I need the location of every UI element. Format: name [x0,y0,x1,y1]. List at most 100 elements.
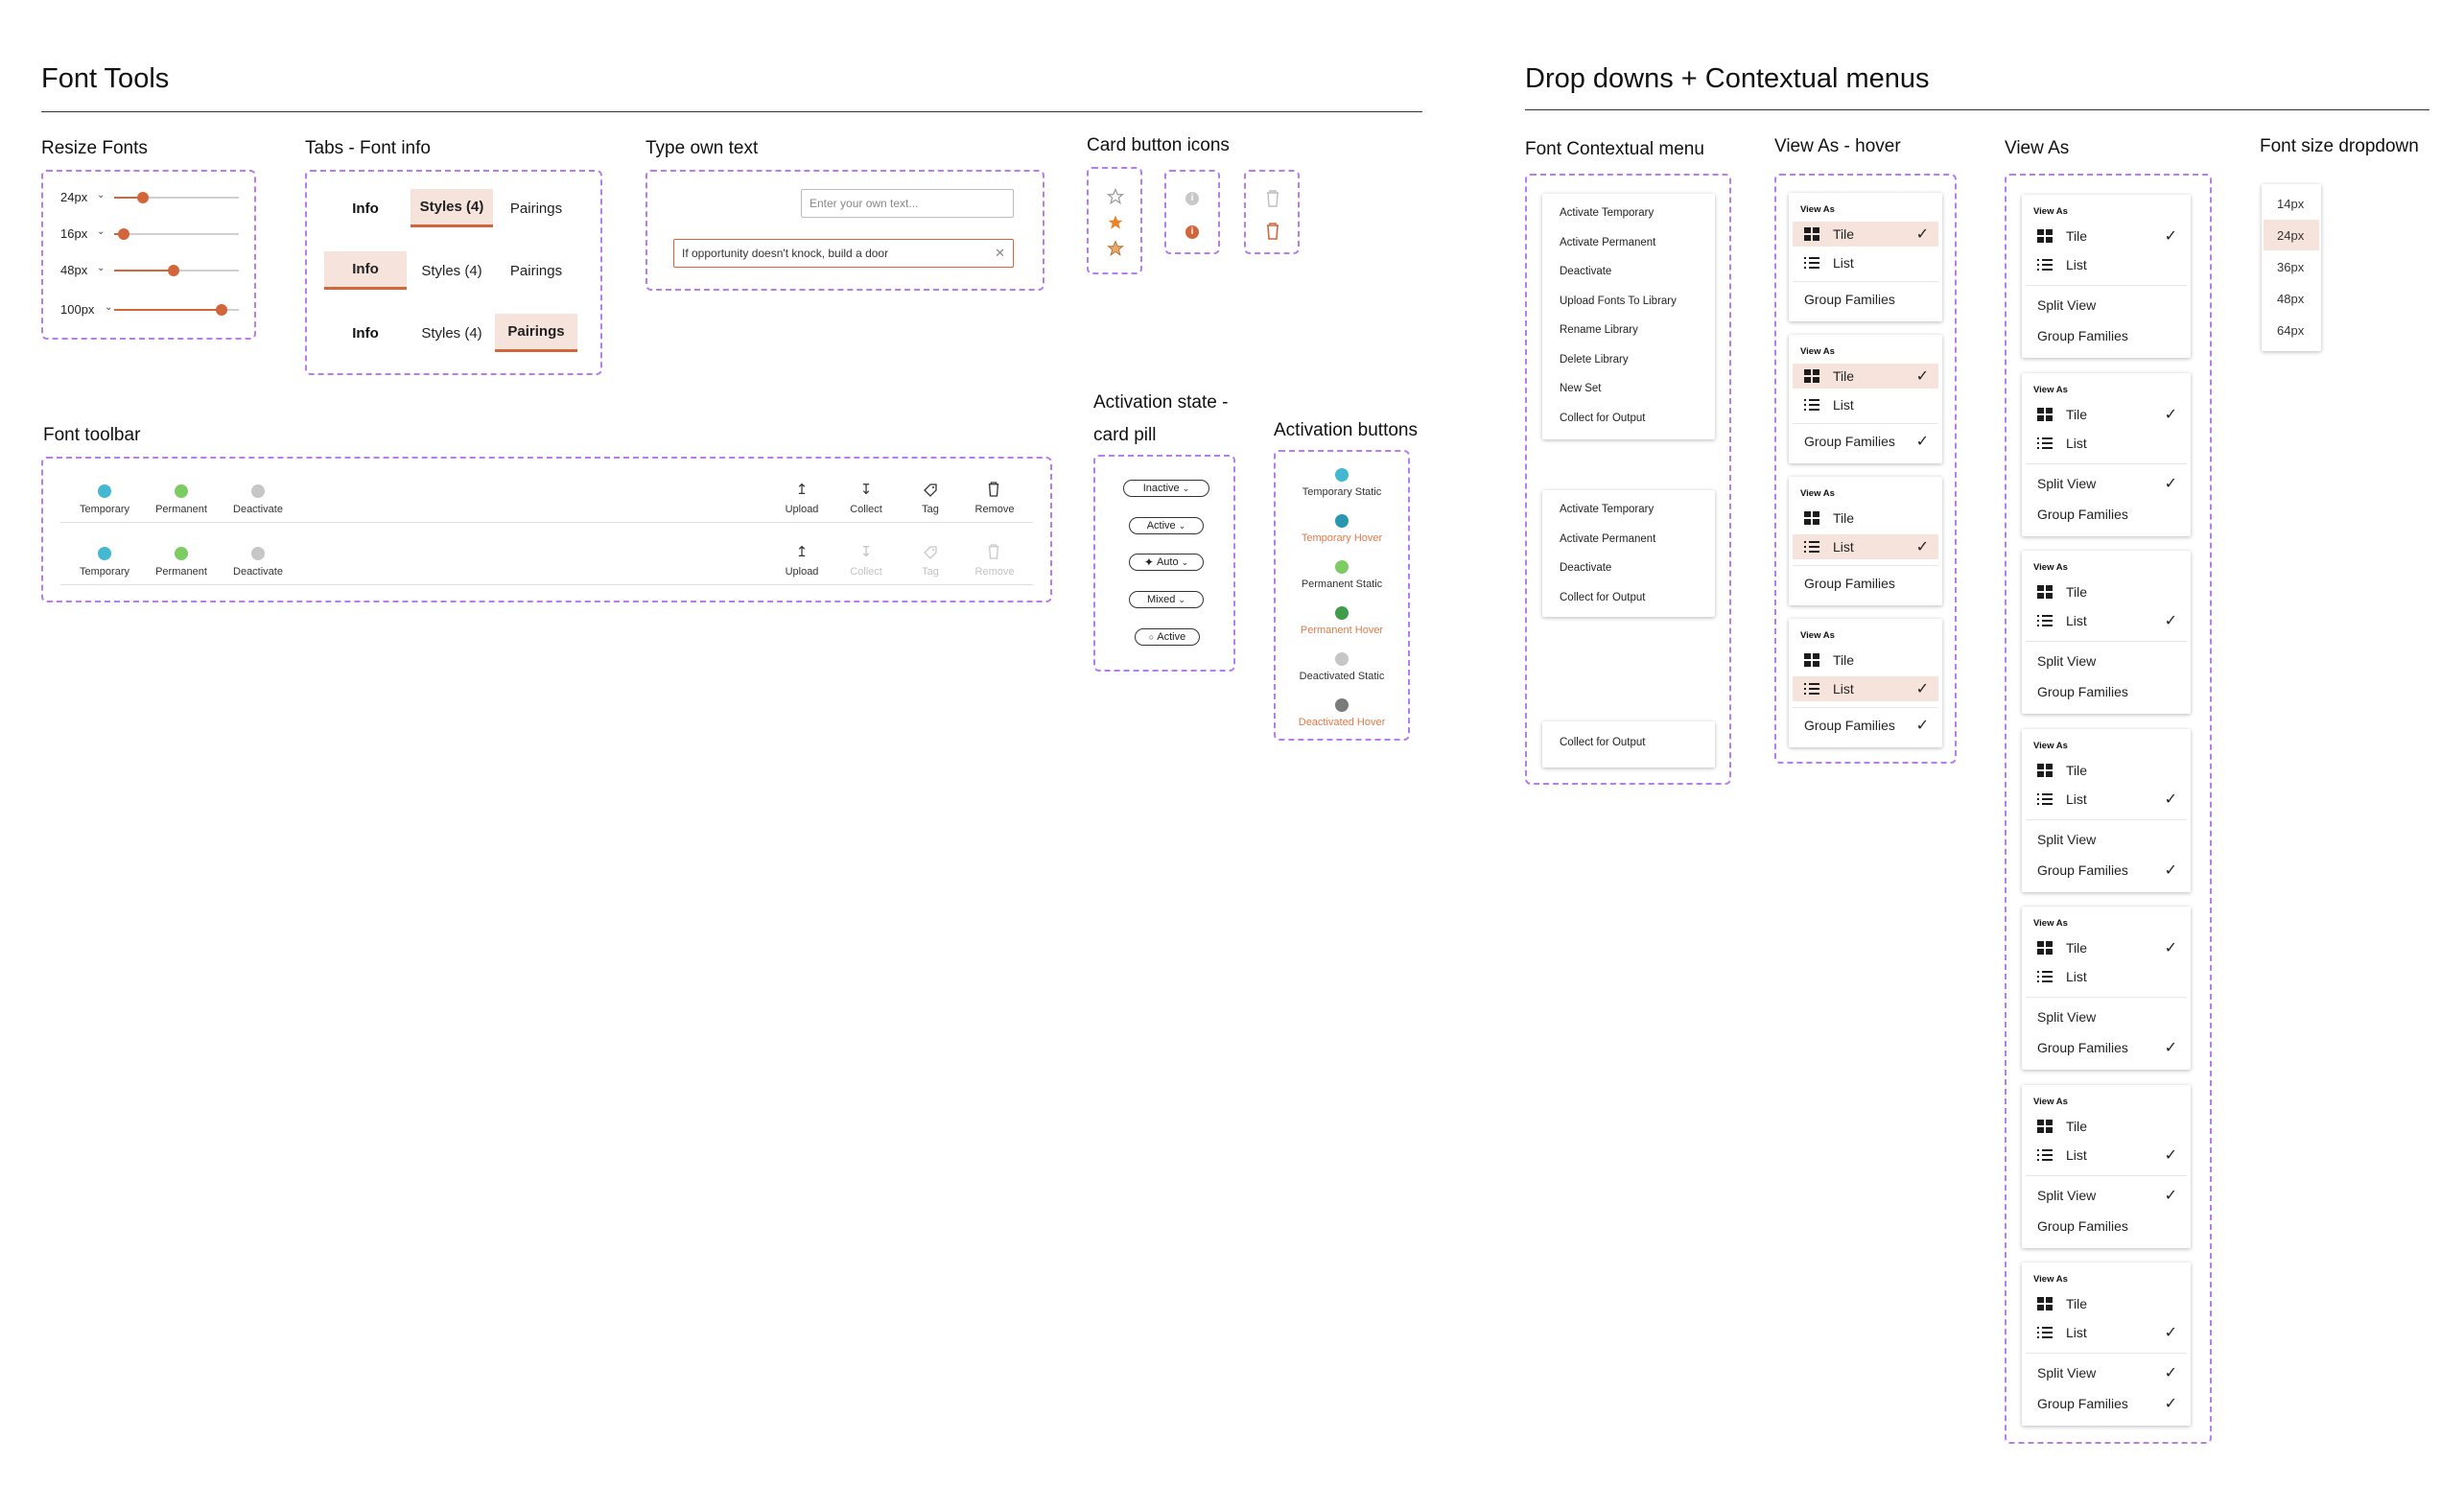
split-view-option[interactable]: Split View [2026,1004,2187,1029]
own-text-input-filled[interactable]: If opportunity doesn't knock, build a do… [673,239,1014,268]
menu-item[interactable]: Upload Fonts To Library [1560,295,1677,307]
toolbar-remove[interactable]: Remove [974,504,1015,515]
view-as-list-option[interactable]: List [2026,252,2187,277]
toolbar-collect[interactable]: Collect [850,504,882,515]
slider-knob[interactable] [168,265,179,276]
view-as-list-option[interactable]: List [2026,431,2187,456]
tab-info[interactable]: Info [352,200,379,217]
star-filled-hover-icon[interactable] [1107,240,1124,257]
menu-item[interactable]: New Set [1560,383,1602,394]
view-as-tile-option[interactable]: Tile✓ [1793,364,1938,389]
download-icon[interactable]: ↧ [859,482,873,498]
slider-track[interactable] [114,197,239,199]
resize-row-100[interactable]: 100px ⌄ [60,299,243,320]
chevron-down-icon[interactable]: ⌄ [97,226,106,237]
font-size-option[interactable]: 64px [2277,322,2305,338]
activation-dot[interactable] [1335,468,1349,482]
group-families-option[interactable]: Group Families [1793,571,1938,596]
view-as-list-option[interactable]: List✓ [2026,1143,2187,1168]
group-families-option[interactable]: Group Families [1793,287,1938,312]
tab-info[interactable]: Info [352,324,379,342]
view-as-list-option[interactable]: List✓ [2026,1320,2187,1345]
menu-item[interactable]: Collect for Output [1560,591,1646,603]
view-as-list-option[interactable]: List [2026,964,2187,989]
view-as-tile-option[interactable]: Tile✓ [2026,402,2187,427]
toolbar-upload[interactable]: Upload [785,504,819,515]
font-size-option[interactable]: 48px [2277,291,2305,306]
view-as-tile-option[interactable]: Tile✓ [1793,222,1938,247]
tab-styles[interactable]: Styles (4) [411,189,493,227]
toolbar-upload[interactable]: Upload [785,566,819,578]
view-as-list-option[interactable]: List✓ [1793,676,1938,701]
split-view-option[interactable]: Split View [2026,293,2187,318]
menu-item[interactable]: Rename Library [1560,324,1638,336]
chevron-down-icon[interactable]: ⌄ [97,190,106,201]
menu-item[interactable]: Delete Library [1560,353,1629,366]
tab-pairings[interactable]: Pairings [509,200,563,217]
resize-row-24[interactable]: 24px ⌄ [60,187,243,208]
view-as-tile-option[interactable]: Tile [1793,648,1938,673]
font-size-option[interactable]: 24px [2264,220,2319,250]
font-size-option[interactable]: 36px [2277,259,2305,274]
pill-inactive[interactable]: Inactive ⌄ [1123,480,1209,497]
slider-track[interactable] [114,233,239,235]
activation-dot[interactable] [1335,560,1349,574]
activation-dot[interactable] [1335,606,1349,620]
view-as-tile-option[interactable]: Tile [2026,758,2187,783]
deactivate-dot[interactable] [251,484,265,498]
group-families-option[interactable]: Group Families [2026,679,2187,704]
chevron-down-icon[interactable]: ⌄ [105,302,113,313]
temporary-dot[interactable] [98,484,111,498]
view-as-tile-option[interactable]: Tile [2026,1114,2187,1139]
view-as-list-option[interactable]: List✓ [2026,787,2187,812]
menu-item[interactable]: Activate Permanent [1560,236,1656,248]
upload-icon[interactable]: ↥ [795,482,809,498]
slider-knob[interactable] [118,228,129,240]
close-icon[interactable]: ✕ [995,246,1005,260]
split-view-option[interactable]: Split View✓ [2026,1360,2187,1385]
view-as-list-option[interactable]: List✓ [1793,534,1938,559]
tab-styles[interactable]: Styles (4) [421,324,482,342]
view-as-tile-option[interactable]: Tile✓ [2026,935,2187,960]
split-view-option[interactable]: Split View✓ [2026,1183,2187,1208]
pill-active-locked[interactable]: ○ Active [1135,628,1200,646]
trash-icon[interactable] [1265,190,1280,207]
menu-item[interactable]: Collect for Output [1560,737,1646,748]
split-view-option[interactable]: Split View [2026,649,2187,673]
trash-active-icon[interactable] [1265,223,1280,240]
group-families-option[interactable]: Group Families✓ [1793,713,1938,738]
group-families-option[interactable]: Group Families [2026,502,2187,527]
group-families-option[interactable]: Group Families✓ [2026,1035,2187,1060]
view-as-list-option[interactable]: List [1793,392,1938,417]
temporary-dot[interactable] [98,547,111,560]
tag-icon[interactable] [923,483,938,498]
group-families-option[interactable]: Group Families✓ [1793,429,1938,454]
info-icon[interactable]: i [1185,192,1199,205]
toolbar-tag[interactable]: Tag [922,504,939,515]
trash-icon[interactable] [987,482,1000,497]
menu-item[interactable]: Collect for Output [1560,412,1646,424]
tab-styles[interactable]: Styles (4) [421,262,482,279]
menu-item[interactable]: Activate Temporary [1560,207,1654,219]
group-families-option[interactable]: Group Families✓ [2026,1391,2187,1416]
split-view-option[interactable]: Split View✓ [2026,471,2187,496]
menu-item[interactable]: Deactivate [1560,266,1612,277]
view-as-list-option[interactable]: List✓ [2026,608,2187,633]
slider-knob[interactable] [216,304,227,316]
chevron-down-icon[interactable]: ⌄ [97,263,106,273]
star-filled-icon[interactable] [1107,214,1124,231]
view-as-tile-option[interactable]: Tile [1793,506,1938,531]
activation-dot[interactable] [1335,652,1349,666]
menu-item[interactable]: Activate Permanent [1560,532,1656,545]
view-as-list-option[interactable]: List [1793,250,1938,275]
group-families-option[interactable]: Group Families [2026,323,2187,348]
permanent-dot[interactable] [175,547,188,560]
tab-info[interactable]: Info [324,251,407,290]
group-families-option[interactable]: Group Families✓ [2026,858,2187,883]
permanent-dot[interactable] [175,484,188,498]
group-families-option[interactable]: Group Families [2026,1214,2187,1239]
deactivate-dot[interactable] [251,547,265,560]
resize-row-48[interactable]: 48px ⌄ [60,260,243,281]
info-active-icon[interactable]: i [1185,225,1199,239]
menu-item[interactable]: Activate Temporary [1560,504,1654,515]
